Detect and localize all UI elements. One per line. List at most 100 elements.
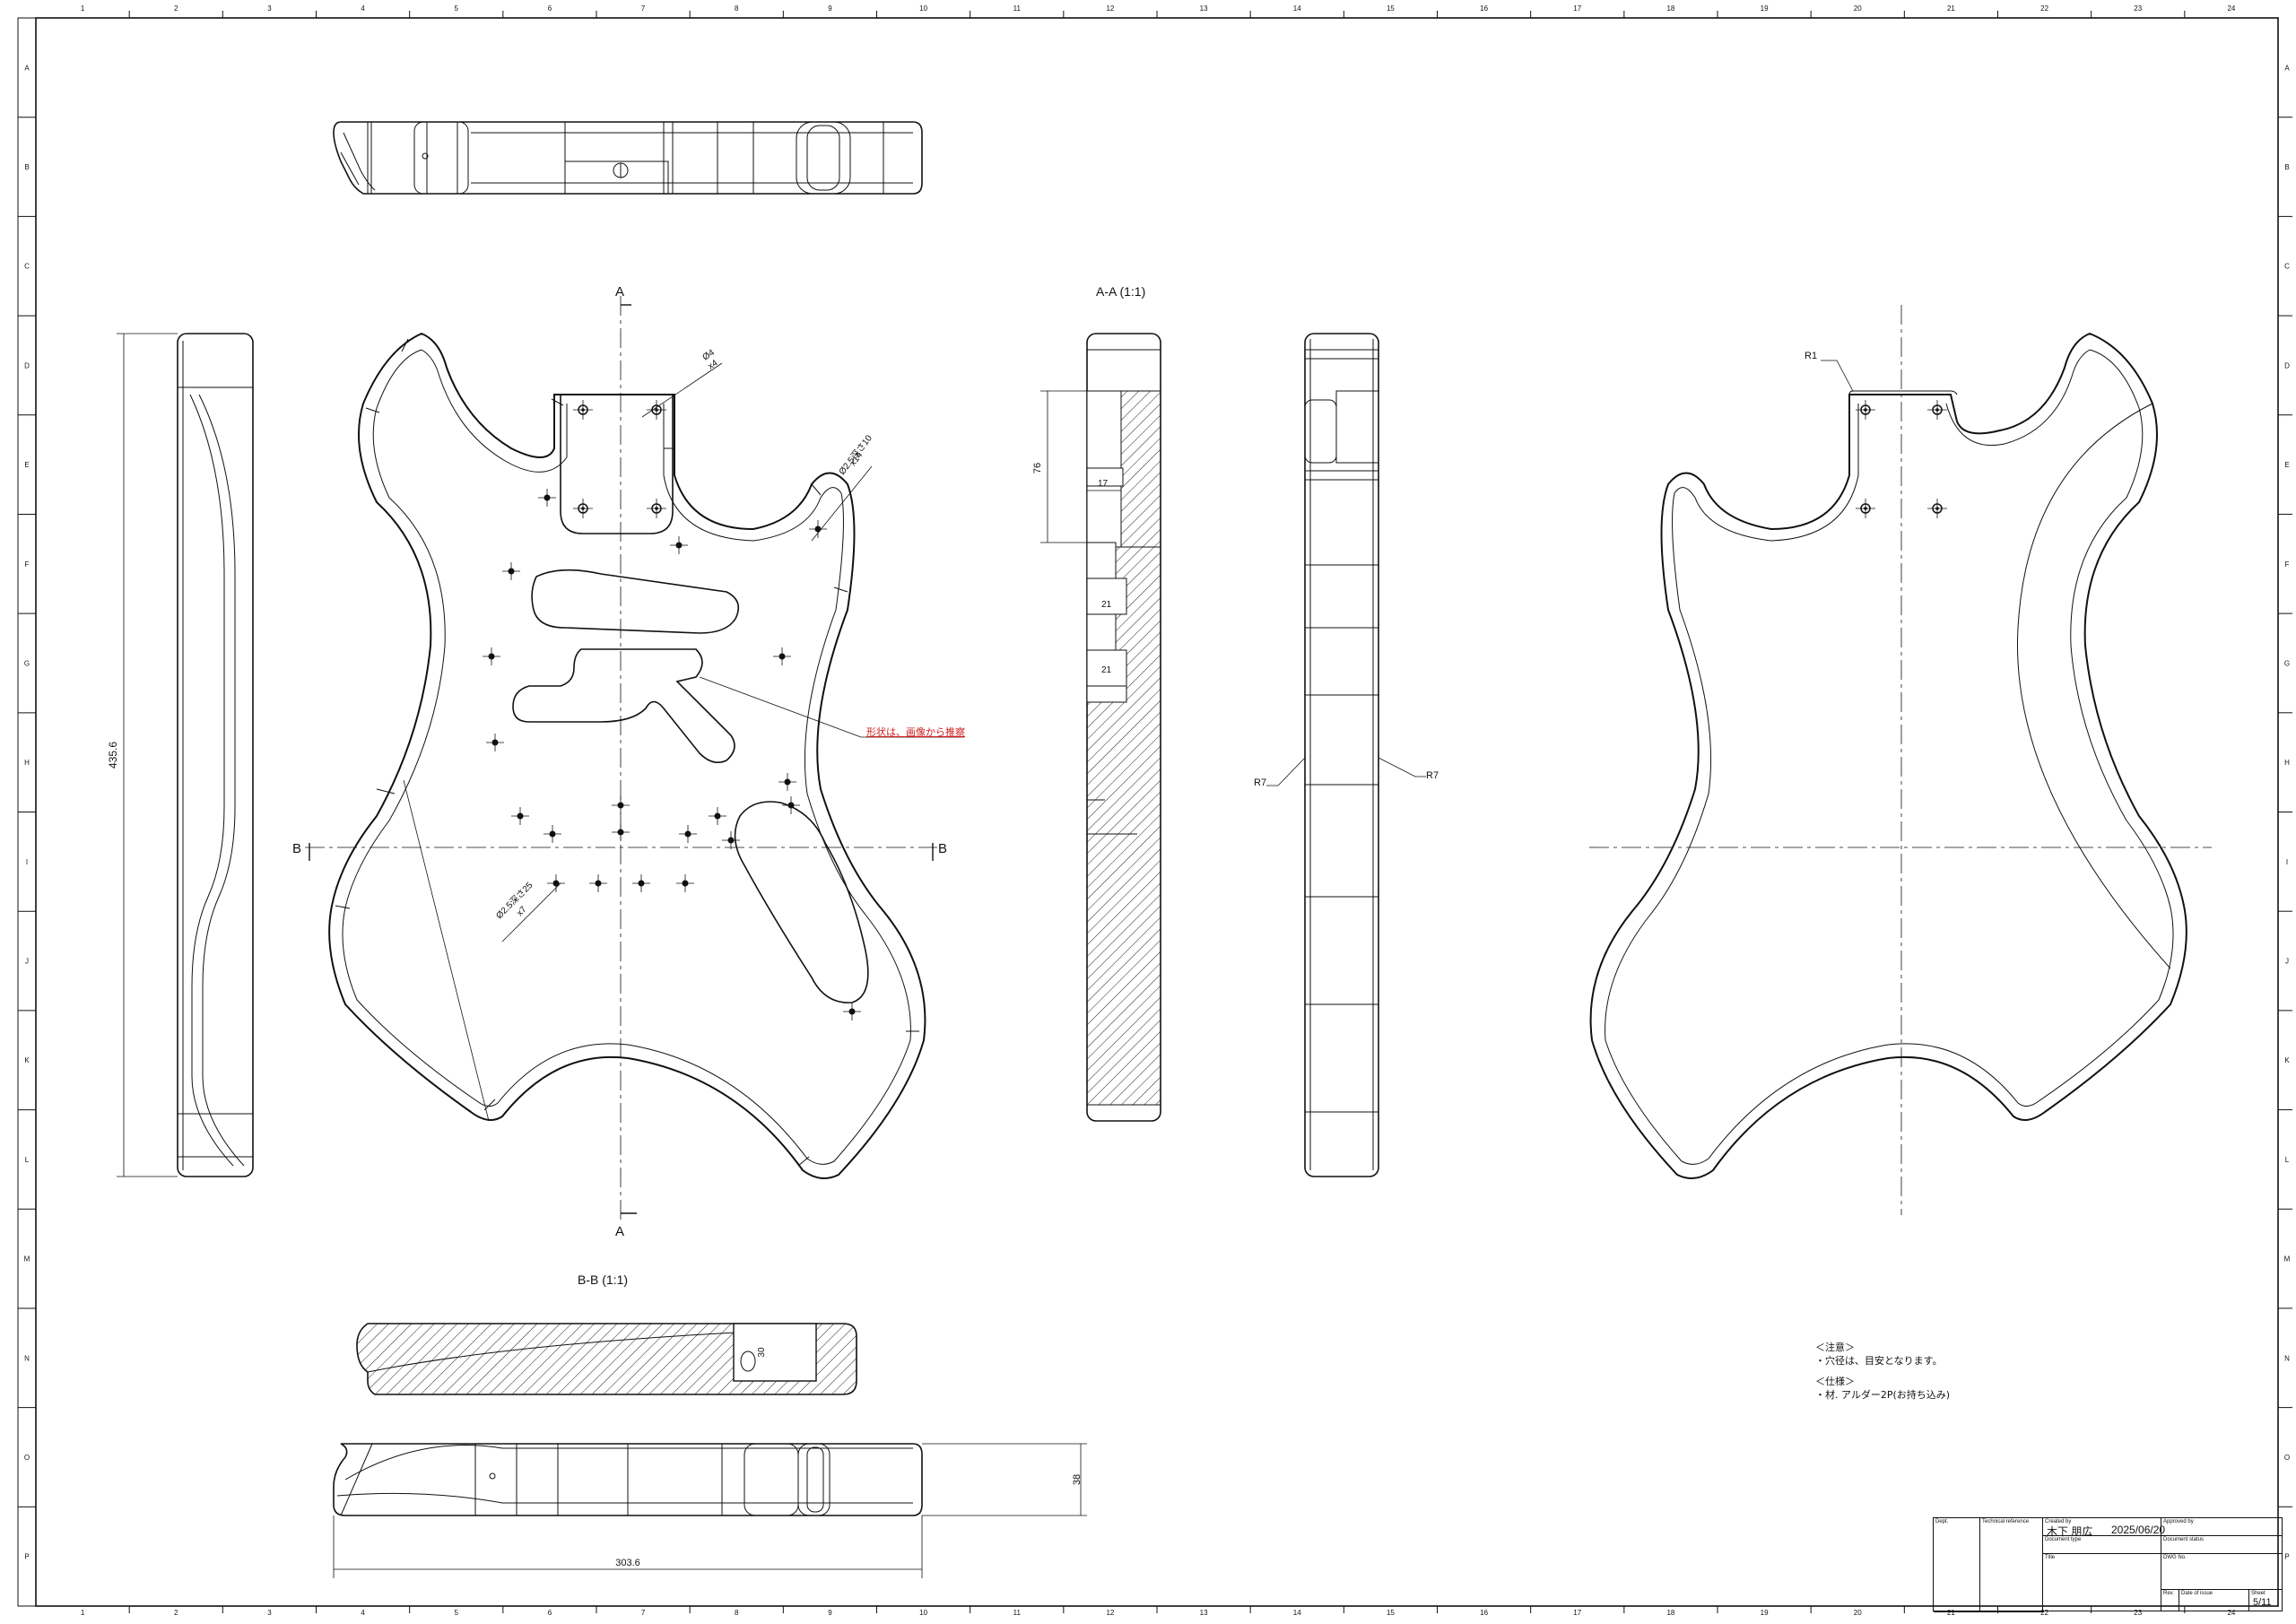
grid-column-label: 8 [735,4,739,13]
grid-column-label: 18 [1666,1609,1674,1617]
grid-column-label: 9 [828,4,832,13]
tb-date: 2025/06/20 [2111,1524,2166,1536]
grid-column-label: 6 [548,1609,552,1617]
grid-column-label: 24 [2227,1609,2235,1617]
grid-row-label: O [24,1454,30,1462]
spec-text: ・材. アルダー2P(お持ち込み) [1815,1389,1951,1401]
grid-column-label: 1 [81,4,85,13]
tb-sheet: 5/11 [2253,1597,2272,1608]
grid-column-label: 5 [455,4,459,13]
tb-rev-label: Rev. [2161,1590,2179,1611]
spec-heading: ＜仕様＞ [1815,1376,1855,1387]
tb-title-label: Title [2043,1554,2161,1611]
grid-column-label: 13 [1200,4,1208,13]
grid-column-label: 17 [1573,1609,1581,1617]
section-aa-title: A-A (1:1) [1096,284,1145,299]
grid-column-label: 21 [1947,1609,1955,1617]
grid-row-label: G [2284,659,2290,667]
grid-reference-ticks [18,11,2292,1613]
grid-column-label: 23 [2134,4,2142,13]
grid-column-label: 8 [735,1609,739,1617]
grid-column-label: 7 [641,1609,646,1617]
grid-row-label: F [25,560,30,569]
grid-column-label: 14 [1293,1609,1301,1617]
section-bb-view [356,1323,857,1395]
dim-aa-76: 76 [1032,463,1043,473]
grid-column-label: 16 [1480,4,1488,13]
grid-column-label: 21 [1947,4,1955,13]
neck-hole [572,399,594,421]
section-aa-view [1040,333,1161,1122]
shape-callout-note: 形状は、画像から推察 [866,725,965,738]
drawing-notes: ＜注意＞ ・穴径は、目安となります。 ＜仕様＞ ・材. アルダー2P(お持ち込み… [1815,1341,1950,1402]
body-holes [482,399,862,1021]
cut-label-a-top: A [615,284,624,300]
grid-column-label: 14 [1293,4,1301,13]
grid-column-label: 19 [1761,4,1769,13]
tb-date-issue-label: Date of issue [2179,1590,2249,1611]
caution-heading: ＜注意＞ [1815,1342,1855,1353]
grid-row-label: K [2284,1056,2290,1064]
grid-column-label: 3 [267,4,272,13]
cut-label-b-right: B [938,841,947,856]
cut-label-b-left: B [292,841,301,856]
grid-column-label: 10 [919,4,927,13]
grid-row-label: H [24,759,30,767]
grid-column-label: 12 [1106,4,1114,13]
grid-row-label: K [24,1056,30,1064]
dim-width-bottom: 303.6 [615,1558,640,1568]
dim-aa-21a: 21 [1101,600,1112,610]
tb-sheet-label: Sheet [2251,1591,2266,1596]
grid-row-label: C [2284,263,2290,271]
body-back-view [1589,305,2212,1215]
tb-approved-by-label: Approved by [2161,1518,2282,1536]
grid-row-label: C [24,263,30,271]
grid-row-label: M [2284,1255,2291,1264]
right-side-view [1266,333,1426,1177]
bottom-edge-view [333,1443,1087,1578]
grid-row-label: E [24,461,29,469]
grid-row-label: G [24,659,30,667]
grid-row-label: J [25,958,29,966]
dim-r1: R1 [1805,351,1817,361]
grid-column-label: 9 [828,1609,832,1617]
tb-dwg-no-label: DWG No. [2161,1554,2282,1590]
neck-hole [646,498,667,519]
grid-column-label: 10 [919,1609,927,1617]
grid-row-label: N [2284,1354,2290,1362]
grid-column-label: 22 [2040,1609,2048,1617]
grid-row-label: D [2284,361,2290,369]
grid-column-label: 11 [1013,4,1022,13]
grid-column-label: 13 [1200,1609,1208,1617]
grid-column-label: 2 [174,1609,178,1617]
dim-aa-21b: 21 [1101,665,1112,675]
grid-column-label: 1 [81,1609,85,1617]
title-block: Dept. Technical reference Created by App… [1933,1517,2283,1612]
grid-reference-labels: 1122334455667788991010111112121313141415… [24,4,2291,1617]
grid-row-label: H [2284,759,2290,767]
grid-column-label: 7 [641,4,646,13]
grid-row-label: L [25,1156,30,1164]
grid-row-label: I [26,858,28,866]
grid-row-label: I [2286,858,2288,866]
grid-column-label: 16 [1480,1609,1488,1617]
caution-text: ・穴径は、目安となります。 [1815,1355,1943,1367]
grid-row-label: B [24,163,29,171]
grid-column-label: 12 [1106,1609,1114,1617]
grid-row-label: N [24,1354,30,1362]
cut-label-a-bottom: A [615,1224,624,1239]
grid-column-label: 15 [1387,4,1395,13]
grid-column-label: 5 [455,1609,459,1617]
grid-row-label: F [2285,560,2290,569]
grid-column-label: 17 [1573,4,1581,13]
dim-r7-right: R7 [1426,770,1439,781]
dim-hole-d25-25-count: x7 [515,905,529,919]
tb-created-by: 木下 朋広 [2047,1525,2093,1538]
grid-row-label: P [2284,1553,2289,1561]
dim-r7-left: R7 [1254,777,1266,788]
grid-row-label: O [2284,1454,2290,1462]
dim-aa-17: 17 [1098,479,1109,489]
grid-row-label: A [24,64,30,72]
grid-column-label: 4 [361,4,365,13]
grid-column-label: 23 [2134,1609,2142,1617]
